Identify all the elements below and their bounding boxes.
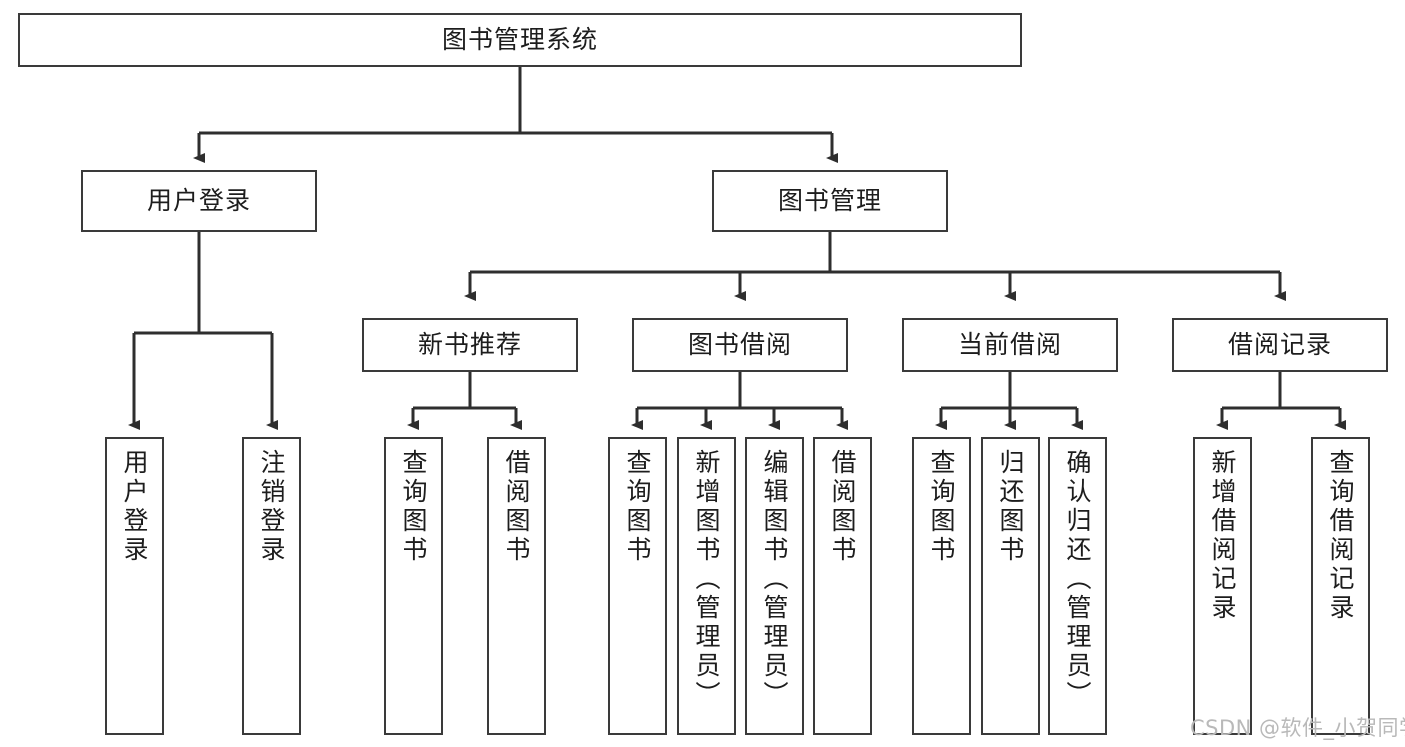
- node-label: 当前借阅: [957, 330, 1062, 359]
- node-label: 借阅图书: [828, 449, 857, 565]
- node-book-management[interactable]: 图书管理: [712, 170, 948, 232]
- leaf-borrow-book-recommend[interactable]: 借阅图书: [487, 437, 546, 735]
- node-label: 借阅图书: [502, 449, 531, 565]
- leaf-edit-book-admin[interactable]: 编辑图书（管理员）: [745, 437, 804, 735]
- leaf-query-book-recommend[interactable]: 查询图书: [384, 437, 443, 735]
- node-label: 查询图书: [927, 449, 956, 565]
- csdn-watermark: CSDN @软件_小贺同学: [1190, 716, 1405, 740]
- node-user-login[interactable]: 用户登录: [81, 170, 317, 232]
- node-label: 新增借阅记录: [1208, 449, 1237, 623]
- leaf-borrow-book[interactable]: 借阅图书: [813, 437, 872, 735]
- node-label: 归还图书: [996, 449, 1025, 565]
- leaf-confirm-return-admin[interactable]: 确认归还（管理员）: [1048, 437, 1107, 735]
- node-new-book-recommend[interactable]: 新书推荐: [362, 318, 578, 372]
- node-label: 确认归还（管理员）: [1063, 449, 1092, 710]
- node-label: 编辑图书（管理员）: [760, 449, 789, 710]
- leaf-query-book-borrow[interactable]: 查询图书: [608, 437, 667, 735]
- node-label: 图书管理: [777, 186, 882, 215]
- leaf-user-login[interactable]: 用户登录: [105, 437, 164, 735]
- node-label: 注销登录: [257, 449, 286, 565]
- node-label: 新书推荐: [417, 330, 522, 359]
- node-label: 查询图书: [399, 449, 428, 565]
- node-label: 图书借阅: [687, 330, 792, 359]
- node-current-borrow[interactable]: 当前借阅: [902, 318, 1118, 372]
- node-root-book-management-system[interactable]: 图书管理系统: [18, 13, 1022, 67]
- node-label: 图书管理系统: [441, 25, 598, 54]
- leaf-query-borrow-record[interactable]: 查询借阅记录: [1311, 437, 1370, 735]
- node-label: 查询图书: [623, 449, 652, 565]
- leaf-add-borrow-record[interactable]: 新增借阅记录: [1193, 437, 1252, 735]
- leaf-query-book-current[interactable]: 查询图书: [912, 437, 971, 735]
- node-label: 用户登录: [120, 449, 149, 565]
- leaf-logout[interactable]: 注销登录: [242, 437, 301, 735]
- node-label: 用户登录: [146, 186, 251, 215]
- node-book-borrow[interactable]: 图书借阅: [632, 318, 848, 372]
- node-label: 新增图书（管理员）: [692, 449, 721, 710]
- node-borrow-record[interactable]: 借阅记录: [1172, 318, 1388, 372]
- leaf-add-book-admin[interactable]: 新增图书（管理员）: [677, 437, 736, 735]
- node-label: 借阅记录: [1227, 330, 1332, 359]
- node-label: 查询借阅记录: [1326, 449, 1355, 623]
- leaf-return-book[interactable]: 归还图书: [981, 437, 1040, 735]
